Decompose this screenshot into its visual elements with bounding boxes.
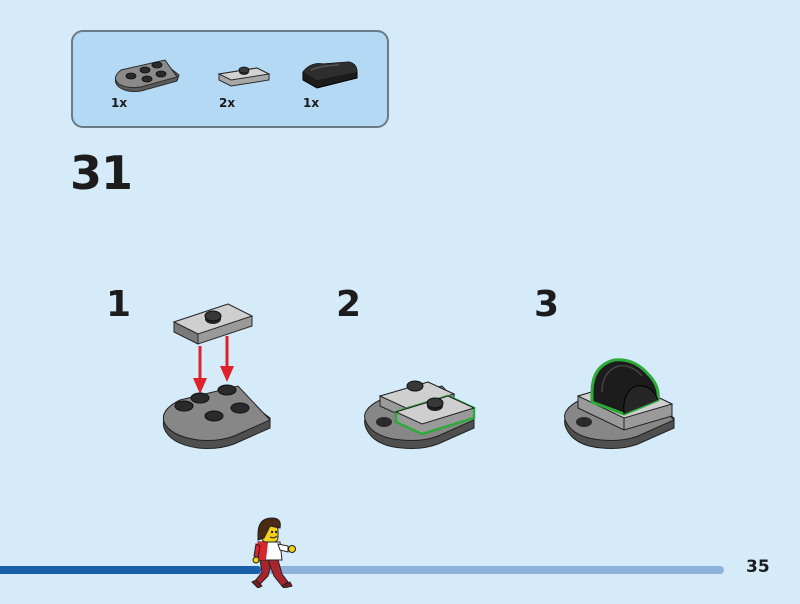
minifigure-progress-icon — [251, 517, 296, 588]
part-quantity-1: 1x — [111, 96, 128, 110]
progress-fill — [0, 566, 261, 574]
parts-list-box: 1x 2x 1x — [71, 30, 389, 128]
page-number: 35 — [746, 557, 770, 577]
highlighted-curved-slope — [590, 358, 660, 416]
sub-step-number-1: 1 — [106, 284, 132, 325]
step-number: 31 — [70, 146, 133, 200]
round-end-plate-icon — [162, 384, 271, 449]
placement-arrows — [193, 336, 234, 394]
sub-step-1-illustration — [162, 303, 271, 449]
sub-step-number-2: 2 — [336, 284, 362, 325]
highlighted-tile — [394, 394, 476, 436]
tile-with-stud-icon — [172, 303, 254, 345]
part-quantity-3: 1x — [303, 96, 320, 110]
tile-1x2-with-stud-icon — [217, 66, 271, 87]
sub-step-3-illustration — [564, 358, 675, 449]
plate-round-end-icon — [115, 59, 180, 92]
part-quantity-2: 2x — [219, 96, 236, 110]
sub-step-number-3: 3 — [534, 284, 560, 325]
sub-step-2-illustration — [364, 380, 476, 449]
slope-curved-black-icon — [302, 61, 358, 89]
progress-track — [0, 566, 724, 574]
